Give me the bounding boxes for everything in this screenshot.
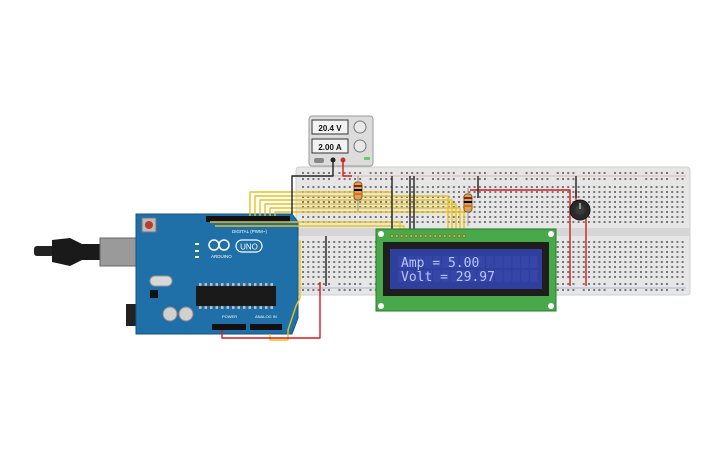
power-header-label: POWER	[222, 314, 237, 319]
resistor-2[interactable]	[463, 188, 473, 226]
arduino-logo-icon	[208, 239, 230, 251]
digital-header-label: DIGITAL (PWM~)	[232, 229, 267, 234]
current-display: 2.00 A	[318, 143, 341, 152]
analog-header-label: ANALOG IN	[255, 314, 277, 319]
potentiometer[interactable]	[569, 199, 591, 221]
brand-label: ARDUINO	[211, 254, 232, 259]
voltage-display: 20.4 V	[318, 124, 342, 133]
lcd-module[interactable]: Amp = 5.00 Volt = 29.97	[375, 228, 557, 312]
lcd-pin-header	[390, 234, 466, 238]
power-supply[interactable]: 20.4 V 2.00 A	[308, 115, 374, 167]
resistor-1[interactable]	[353, 176, 363, 212]
lcd-line-2: Volt = 29.97	[401, 270, 495, 285]
current-knob[interactable]	[353, 139, 367, 153]
reset-button[interactable]	[145, 221, 153, 229]
model-label: UNO	[240, 243, 258, 252]
voltage-knob[interactable]	[353, 120, 367, 134]
wires	[210, 160, 587, 341]
black-ground-wires	[291, 160, 577, 232]
mcu-pins	[199, 283, 273, 309]
lcd-character-cells	[398, 256, 538, 282]
arduino-uno[interactable]: DIGITAL (PWM~) ARDUINO UNO POWER ANALOG …	[34, 213, 299, 335]
lcd-line-1: Amp = 5.00	[401, 256, 479, 271]
